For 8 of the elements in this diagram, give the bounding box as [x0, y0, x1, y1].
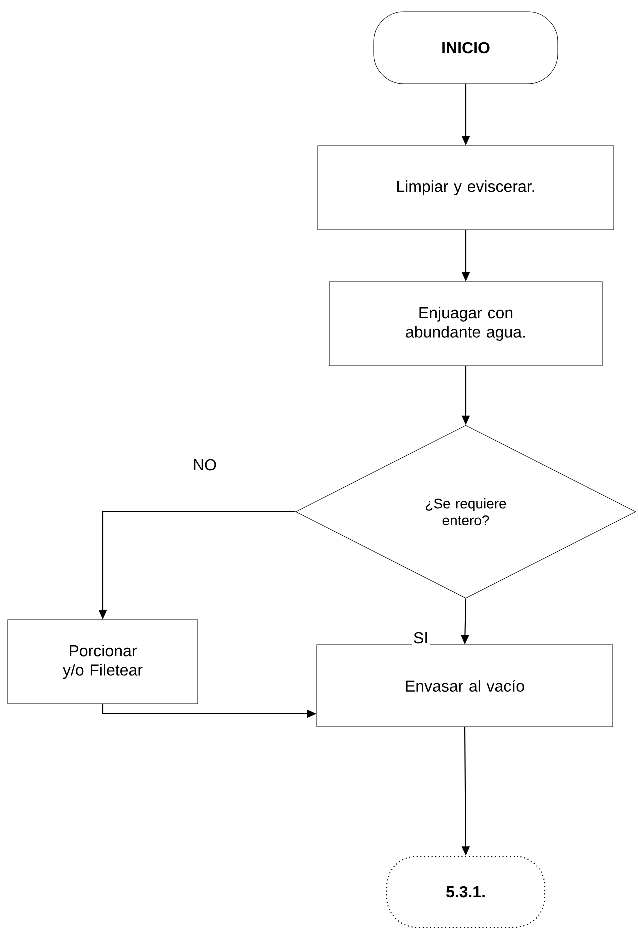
process-box: Envasar al vacío — [316, 644, 614, 728]
edge-label: NO — [192, 458, 218, 472]
edge-label: SI — [412, 631, 430, 645]
connector-box: 5.3.1. — [386, 856, 546, 928]
process-box: Limpiar y eviscerar. — [318, 146, 614, 230]
process-box: Porcionar y/o Filetear — [8, 620, 198, 704]
terminal-box: INICIO — [374, 12, 558, 84]
process-box: Enjuagar con abundante agua. — [329, 282, 603, 366]
